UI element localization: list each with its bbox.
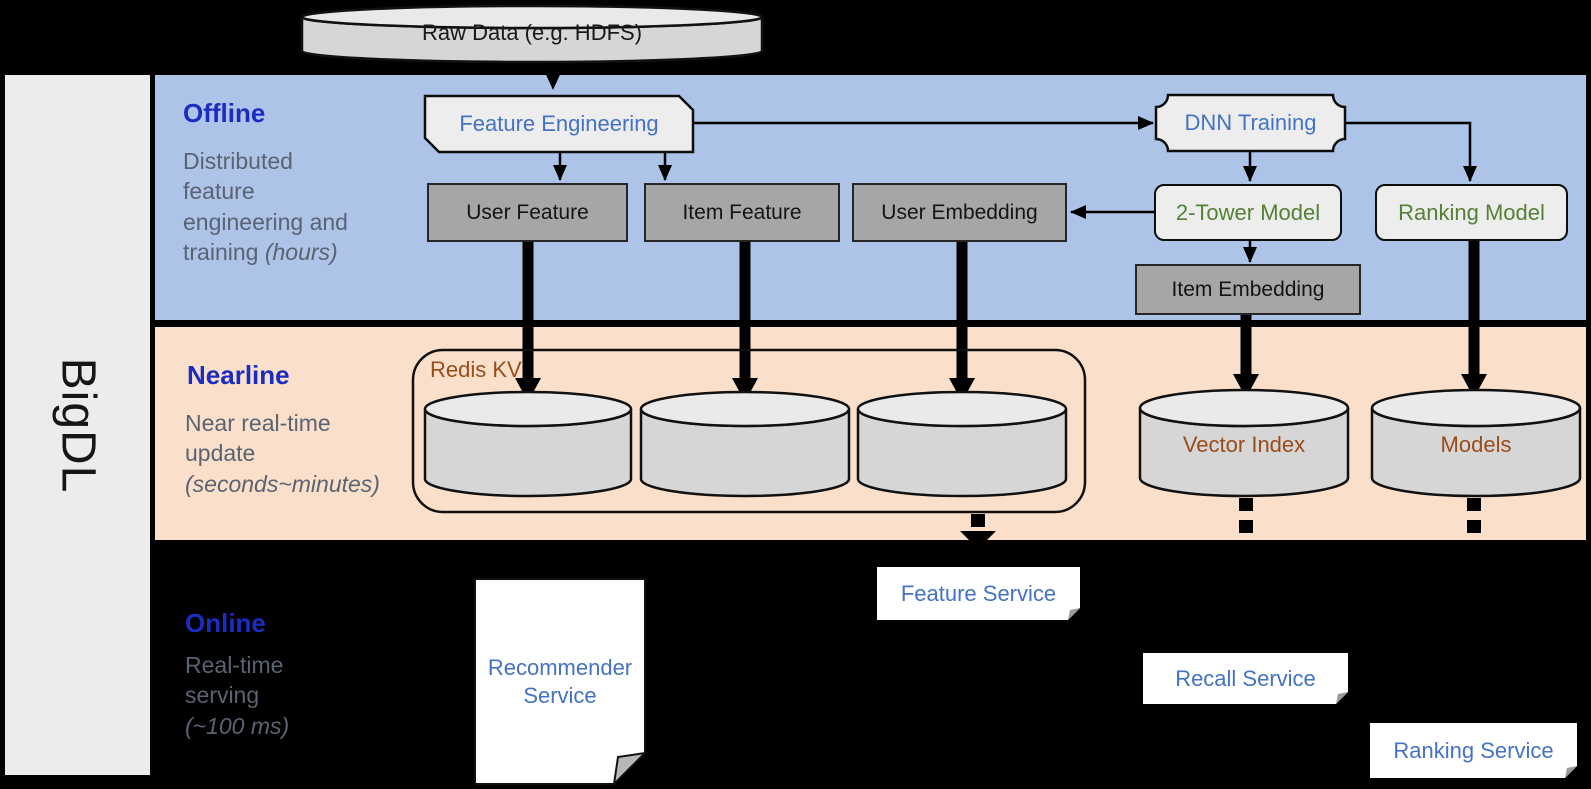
offline-subtitle: Distributed feature engineering and trai… (183, 146, 368, 267)
item-embedding-box: Item Embedding (1135, 264, 1361, 315)
online-subtitle-italic: (~100 ms) (185, 712, 290, 739)
item-feature-box: Item Feature (644, 183, 840, 242)
recall-service-label: Recall Service (1175, 665, 1316, 691)
offline-title: Offline (183, 98, 266, 128)
offline-subtitle-italic: (hours) (264, 239, 338, 266)
bigdl-sidebar: BigDL (5, 75, 150, 775)
ranking-service-label: Ranking Service (1393, 737, 1554, 763)
dnn-training-label: DNN Training (1184, 110, 1317, 135)
user-embedding-box: User Embedding (852, 183, 1067, 242)
online-subtitle: Real-time serving (~100 ms) (185, 650, 320, 741)
user-feature-box: User Feature (427, 183, 628, 242)
bigdl-logo-text: BigDL (50, 357, 104, 493)
raw-data-label: Raw Data (e.g. HDFS) (421, 20, 643, 45)
nearline-subtitle-italic: (seconds~minutes) (185, 470, 380, 497)
ranking-model-box: Ranking Model (1375, 184, 1568, 241)
online-title: Online (185, 608, 266, 638)
redis-kv-label: Redis KV (430, 357, 522, 382)
offline-subtitle-text: Distributed feature engineering and trai… (183, 148, 348, 266)
two-tower-model-box: 2-Tower Model (1154, 184, 1342, 241)
nearline-subtitle: Near real-time update (seconds~minutes) (185, 408, 400, 499)
models-label: Models (1440, 432, 1512, 457)
vector-index-label: Vector Index (1182, 432, 1306, 457)
nearline-subtitle-text: Near real-time update (185, 410, 331, 467)
feature-engineering-label: Feature Engineering (459, 111, 659, 136)
online-subtitle-text: Real-time serving (185, 652, 284, 709)
recommender-service-label: Recommender Service (487, 655, 633, 708)
feature-service-label: Feature Service (900, 580, 1057, 606)
nearline-title: Nearline (187, 360, 290, 390)
